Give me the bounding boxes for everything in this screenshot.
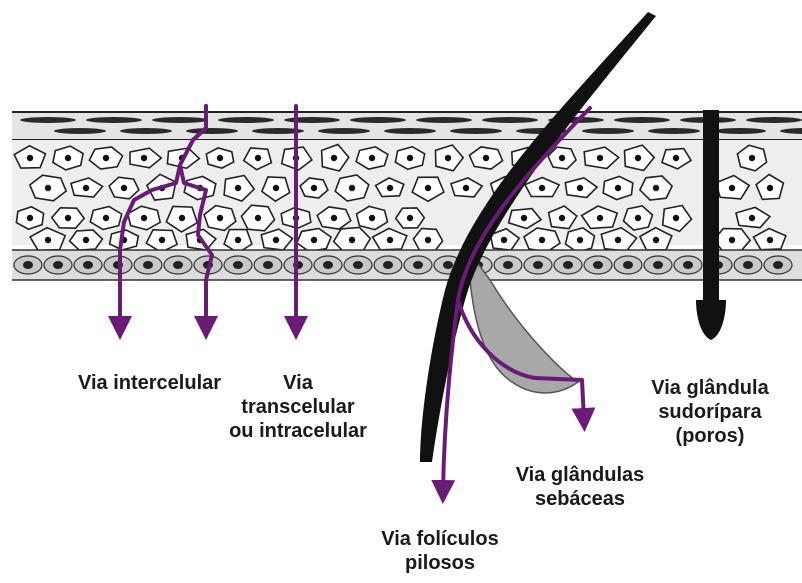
stratum-corneum: [12, 112, 802, 140]
flat-cell: [54, 128, 106, 134]
label-via-sudoripara: Via glândula sudorípara (poros): [640, 376, 780, 448]
epidermal-cell: [396, 208, 425, 228]
label-line: Via: [228, 371, 368, 395]
basal-cell: [674, 256, 702, 274]
epidermal-cell: [146, 230, 177, 252]
flat-cell: [384, 128, 436, 134]
flat-cell: [582, 128, 634, 134]
label-line: Via intercelular: [78, 371, 221, 395]
basal-cell: [734, 256, 762, 274]
label-via-sebaceas: Via glândulas sebáceas: [500, 463, 660, 511]
flat-cell: [416, 117, 472, 123]
flat-cell: [86, 117, 142, 123]
basal-cell: [314, 256, 342, 274]
flat-cell: [614, 117, 670, 123]
flat-cell: [648, 128, 700, 134]
basal-cell: [614, 256, 642, 274]
flat-cell: [350, 117, 406, 123]
flat-cell: [450, 128, 502, 134]
label-line: transcelular: [228, 395, 368, 419]
basal-cell: [74, 256, 102, 274]
basal-cell: [344, 256, 372, 274]
basal-cell: [254, 256, 282, 274]
basal-cell: [554, 256, 582, 274]
basal-cell: [764, 256, 792, 274]
flat-cell: [318, 128, 370, 134]
label-line: Via glândula: [640, 376, 780, 400]
flat-cell: [284, 117, 340, 123]
epidermal-cell: [52, 208, 84, 228]
label-via-transcelular: Via transcelular ou intracelular: [228, 371, 368, 443]
basal-layer: [12, 250, 802, 280]
label-line: Via glândulas: [500, 463, 660, 487]
basal-cell: [494, 256, 522, 274]
label-line: ou intracelular: [228, 419, 368, 443]
label-line: pilosos: [360, 551, 520, 575]
label-line: sudorípara: [640, 400, 780, 424]
basal-cell: [644, 256, 672, 274]
basal-cell: [404, 256, 432, 274]
basal-cell: [44, 256, 72, 274]
basal-cell: [374, 256, 402, 274]
flat-cell: [20, 117, 76, 123]
basal-cell: [584, 256, 612, 274]
flat-cell: [482, 117, 538, 123]
flat-cell: [186, 128, 238, 134]
flat-cell: [746, 117, 802, 123]
flat-cell: [218, 117, 274, 123]
basal-cell: [164, 256, 192, 274]
basal-cell: [224, 256, 252, 274]
label-line: Via folículos: [360, 527, 520, 551]
basal-cell: [524, 256, 552, 274]
basal-cell: [134, 256, 162, 274]
label-line: sebáceas: [500, 487, 660, 511]
flat-cell: [714, 128, 766, 134]
flat-cell: [120, 128, 172, 134]
label-line: (poros): [640, 424, 780, 448]
flat-cell: [152, 117, 208, 123]
label-via-intercelular: Via intercelular: [78, 371, 221, 395]
label-via-foliculos: Via folículos pilosos: [360, 527, 520, 575]
basal-cell: [14, 256, 42, 274]
